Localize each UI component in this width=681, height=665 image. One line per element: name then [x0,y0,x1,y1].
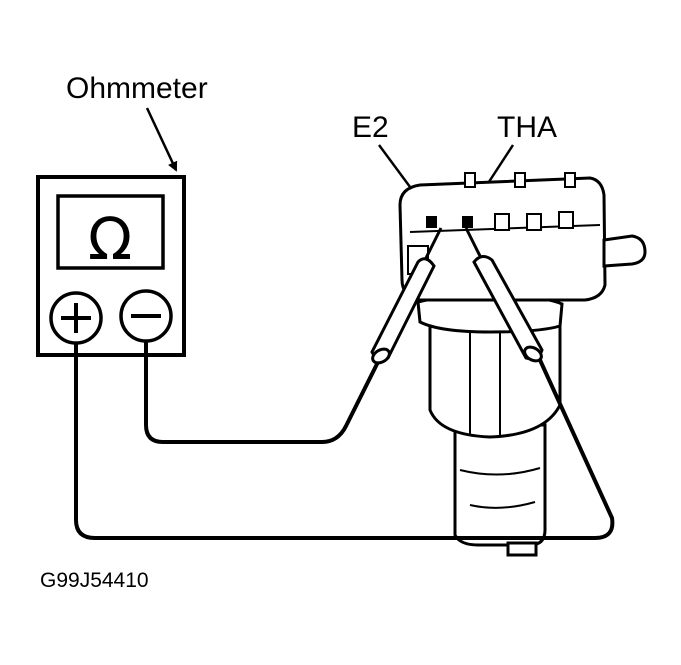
e2-terminal-label: E2 [352,111,389,144]
sensor-mount-ear [602,234,647,268]
ohmmeter: Ω [36,175,186,357]
figure-code: G99J54410 [40,569,149,592]
e2-terminal [426,216,437,228]
tha-terminal [462,216,473,228]
ohmmeter-display [56,194,165,270]
negative-lead-wire [144,341,380,444]
probe-tha [464,227,544,363]
positive-lead-wire [74,343,615,540]
sensor-tip [506,541,538,557]
tha-terminal-label: THA [497,111,557,144]
ohmmeter-leader-arrow [145,107,178,172]
ohmmeter-label: Ohmmeter [66,72,208,105]
sensor [398,172,647,557]
sensor-stem [453,423,547,547]
positive-terminal [49,291,103,345]
ohm-symbol: Ω [88,205,132,273]
negative-terminal [119,289,173,343]
probe-e2 [370,227,443,365]
